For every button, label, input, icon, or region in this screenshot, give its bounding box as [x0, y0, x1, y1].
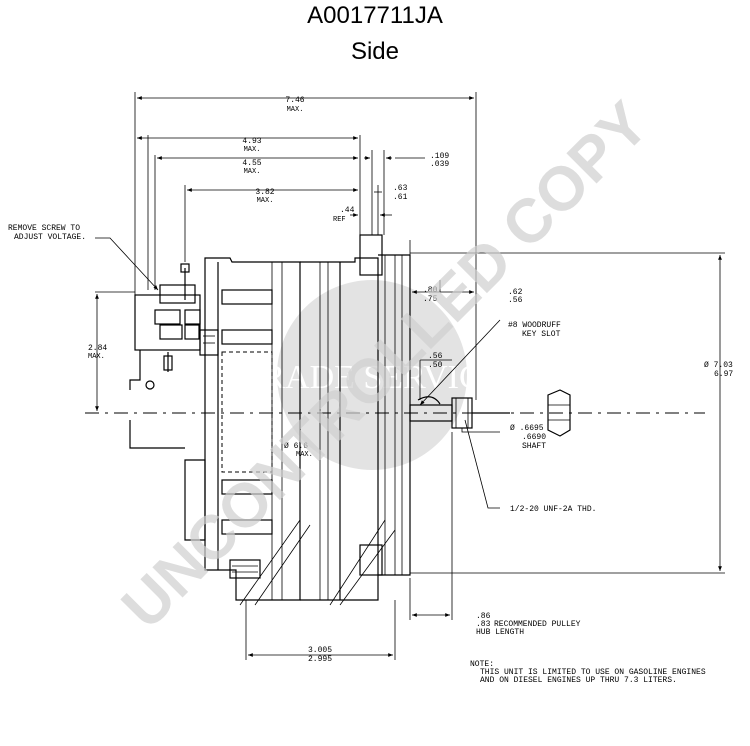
dim-3-82-qualifier: MAX. — [257, 197, 274, 205]
dim-56b: .56 — [508, 296, 523, 305]
dim-7-46: 7.46 — [285, 96, 304, 105]
note-heading: NOTE: — [470, 660, 494, 669]
dim-3-005: 3.005 — [308, 646, 332, 655]
drawing-part-number: A0017711JA — [307, 2, 443, 29]
dimension-lines — [95, 92, 725, 660]
pulley-dim-lower: .83 — [476, 620, 491, 629]
dim-61: .61 — [393, 193, 408, 202]
keyslot-line-1: #8 WOODRUFF — [508, 321, 561, 330]
dim-80: .80 — [423, 286, 438, 295]
watermark-circle: TRADE SERVICE — [242, 280, 503, 470]
dim-4-93-qualifier: MAX. — [244, 146, 261, 154]
shaft-label: SHAFT — [522, 442, 546, 451]
dim-63: .63 — [393, 184, 408, 193]
dim-62: .62 — [508, 288, 523, 297]
keyslot-line-2: KEY SLOT — [522, 330, 561, 339]
pulley-text-1: RECOMMENDED PULLEY — [494, 620, 581, 629]
dim-2-995: 2.995 — [308, 655, 332, 664]
remove-screw-line-2: ADJUST VOLTAGE. — [14, 233, 86, 242]
shaft-dia-1: Ø .6695 — [510, 424, 544, 433]
dim-3-82: 3.82 — [255, 188, 274, 197]
pulley-dim-upper: .86 — [476, 612, 491, 621]
dim-7-46-qualifier: MAX. — [287, 106, 304, 114]
shaft-assembly — [409, 389, 571, 437]
dim-4-55: 4.55 — [242, 159, 261, 168]
dim-44: .44 — [340, 206, 355, 215]
dimension-labels: 7.46 MAX. 4.93 MAX. 4.55 MAX. 3.82 MAX. … — [8, 96, 733, 685]
dim-44-ref: REF — [333, 216, 346, 224]
dim-6-6-qualifier: MAX. — [296, 451, 313, 459]
dim-75: .75 — [423, 295, 438, 304]
shaft-dia-2: .6690 — [522, 433, 546, 442]
dim-4-55-qualifier: MAX. — [244, 168, 261, 176]
note-line-2: AND ON DIESEL ENGINES UP THRU 7.3 LITERS… — [480, 676, 677, 685]
regulator-terminals — [129, 263, 219, 390]
thread-spec: 1/2-20 UNF-2A THD. — [510, 505, 596, 514]
dim-4-93: 4.93 — [242, 137, 261, 146]
dim-039: .039 — [430, 160, 449, 169]
dim-56: .56 — [428, 352, 443, 361]
watermark-uncontrolled-copy: UNCONTROLLED COPY — [109, 89, 662, 642]
watermark-trade-service: TRADE SERVICE — [242, 359, 503, 396]
drawing-view-label: Side — [350, 38, 400, 65]
dim-6-97: 6.97 — [714, 370, 733, 379]
note-line-1: THIS UNIT IS LIMITED TO USE ON GASOLINE … — [480, 668, 706, 677]
dim-6-6: Ø 6.6 — [284, 442, 308, 451]
dim-2-84-qualifier: MAX. — [88, 353, 105, 361]
dim-7-03: Ø 7.03 — [704, 361, 733, 370]
pulley-text-2: HUB LENGTH — [476, 628, 524, 637]
dim-109: .109 — [430, 152, 449, 161]
remove-screw-line-1: REMOVE SCREW TO — [8, 224, 80, 233]
dim-50: .50 — [428, 361, 443, 370]
dim-2-84: 2.84 — [88, 344, 107, 353]
